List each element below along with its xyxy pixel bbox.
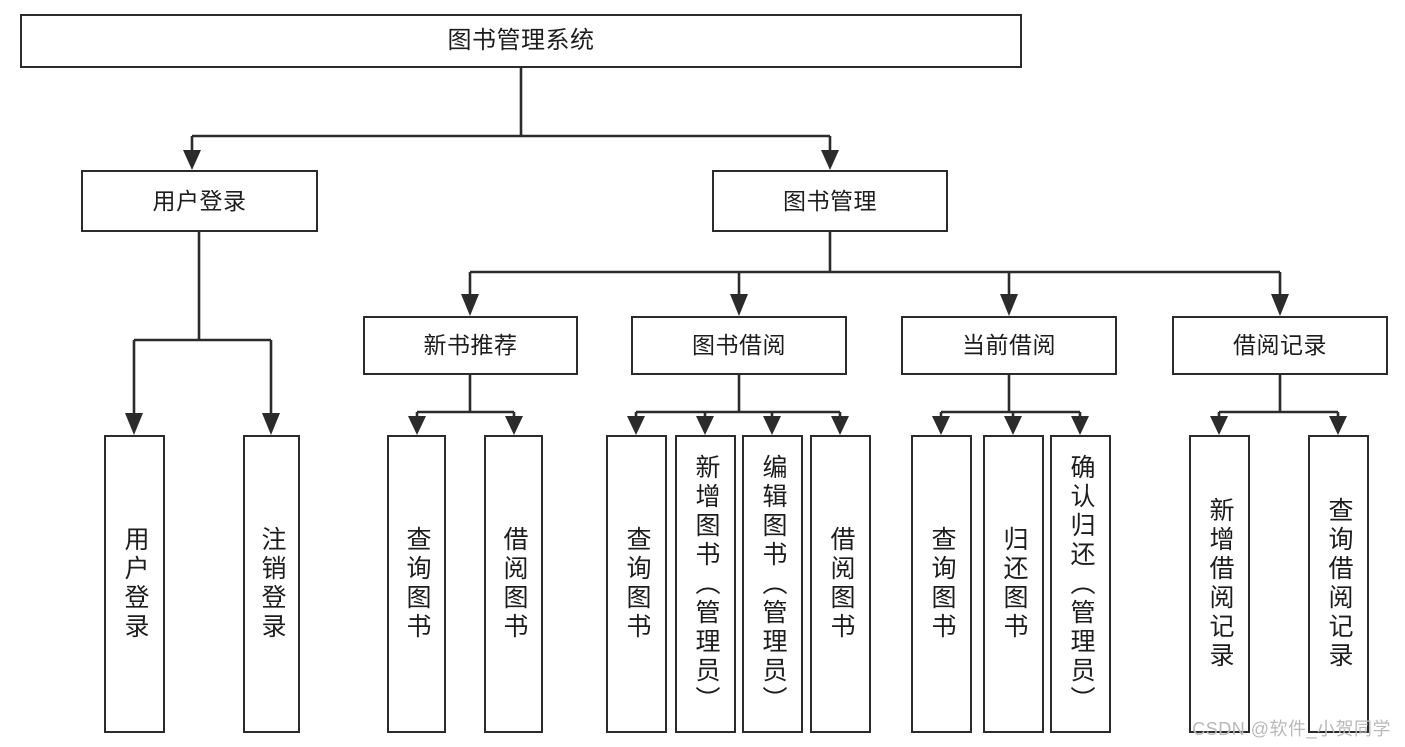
leaf-query-borrow-record[interactable]: 查询借阅记录 bbox=[1308, 435, 1369, 733]
leaf-return-book-label: 归还图书 bbox=[1000, 526, 1028, 642]
leaf-borrow-book-recommend-label: 借阅图书 bbox=[500, 526, 528, 642]
leaf-edit-book-admin-label: 编辑图书（管理员） bbox=[759, 453, 787, 715]
node-root-label: 图书管理系统 bbox=[447, 27, 595, 55]
node-borrow-record-label: 借阅记录 bbox=[1233, 332, 1327, 359]
node-new-book-recommend[interactable]: 新书推荐 bbox=[363, 316, 578, 375]
edge-root-to-level2 bbox=[183, 68, 839, 170]
leaf-query-book-current-label: 查询图书 bbox=[928, 526, 956, 642]
leaf-return-book[interactable]: 归还图书 bbox=[983, 435, 1044, 733]
node-root[interactable]: 图书管理系统 bbox=[20, 14, 1022, 68]
node-book-borrow[interactable]: 图书借阅 bbox=[631, 316, 847, 375]
leaf-user-login-label: 用户登录 bbox=[121, 526, 149, 642]
edge-borrow-to-leaves bbox=[627, 375, 849, 435]
leaf-borrow-book-recommend[interactable]: 借阅图书 bbox=[484, 435, 543, 733]
leaf-query-book-recommend-label: 查询图书 bbox=[403, 526, 431, 642]
node-user-login[interactable]: 用户登录 bbox=[81, 170, 318, 232]
node-book-borrow-label: 图书借阅 bbox=[692, 332, 786, 359]
leaf-edit-book-admin[interactable]: 编辑图书（管理员） bbox=[742, 435, 803, 733]
leaf-query-book-borrow-label: 查询图书 bbox=[623, 526, 651, 642]
node-borrow-record[interactable]: 借阅记录 bbox=[1172, 316, 1388, 375]
leaf-add-borrow-record[interactable]: 新增借阅记录 bbox=[1189, 435, 1250, 733]
leaf-confirm-return-admin-label: 确认归还（管理员） bbox=[1067, 453, 1095, 715]
leaf-logout[interactable]: 注销登录 bbox=[243, 435, 300, 733]
leaf-query-book-current[interactable]: 查询图书 bbox=[911, 435, 972, 733]
leaf-confirm-return-admin[interactable]: 确认归还（管理员） bbox=[1050, 435, 1111, 733]
node-book-management-label: 图书管理 bbox=[783, 187, 877, 214]
node-current-borrow[interactable]: 当前借阅 bbox=[901, 316, 1117, 375]
node-book-management[interactable]: 图书管理 bbox=[712, 170, 948, 232]
leaf-user-login[interactable]: 用户登录 bbox=[104, 435, 165, 733]
leaf-add-book-admin-label: 新增图书（管理员） bbox=[692, 453, 720, 715]
edge-record-to-leaves bbox=[1210, 375, 1347, 435]
watermark: CSDN @软件_小贺同学 bbox=[1192, 719, 1391, 739]
edge-newbook-to-leaves bbox=[408, 375, 523, 435]
node-user-login-label: 用户登录 bbox=[152, 187, 247, 214]
leaf-query-borrow-record-label: 查询借阅记录 bbox=[1325, 497, 1353, 671]
edge-bookmgmt-to-level3 bbox=[461, 232, 1289, 316]
leaf-add-borrow-record-label: 新增借阅记录 bbox=[1206, 497, 1234, 671]
leaf-add-book-admin[interactable]: 新增图书（管理员） bbox=[675, 435, 736, 733]
node-new-book-recommend-label: 新书推荐 bbox=[423, 332, 518, 359]
leaf-logout-label: 注销登录 bbox=[258, 526, 286, 642]
leaf-query-book-recommend[interactable]: 查询图书 bbox=[387, 435, 446, 733]
node-current-borrow-label: 当前借阅 bbox=[962, 332, 1056, 359]
leaf-borrow-book[interactable]: 借阅图书 bbox=[810, 435, 871, 733]
edge-userlogin-to-leaves bbox=[125, 232, 280, 435]
leaf-borrow-book-label: 借阅图书 bbox=[827, 526, 855, 642]
edge-current-to-leaves bbox=[932, 375, 1089, 435]
leaf-query-book-borrow[interactable]: 查询图书 bbox=[606, 435, 667, 733]
